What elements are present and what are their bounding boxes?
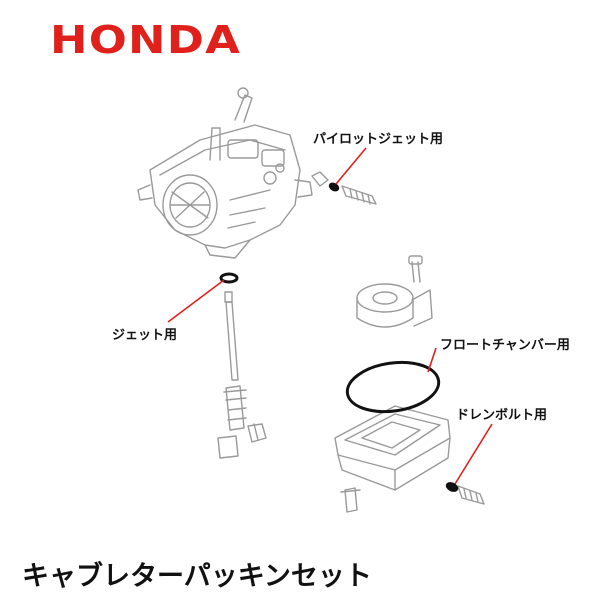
pilot-jet-screw bbox=[311, 171, 377, 205]
float-chamber-label: フロートチャンバー用 bbox=[440, 338, 570, 353]
float-chamber-gasket bbox=[345, 360, 441, 414]
main-jet-assembly bbox=[217, 291, 267, 459]
honda-logo: HONDA bbox=[50, 18, 242, 62]
carburetor-body bbox=[137, 87, 313, 259]
pilot-jet-oring bbox=[328, 182, 340, 192]
float-part bbox=[356, 255, 433, 328]
drain-bolt-oring bbox=[445, 482, 459, 492]
product-caption: キャブレターパッキンセット bbox=[22, 561, 372, 592]
jet-oring bbox=[219, 272, 239, 284]
pilot-jet-leader-line bbox=[335, 147, 367, 185]
float-chamber-bowl bbox=[334, 405, 451, 513]
jet-leader-line bbox=[167, 279, 225, 323]
drain-bolt-leader-line bbox=[454, 423, 493, 485]
pilot-jet-label: パイロットジェット用 bbox=[313, 132, 444, 147]
jet-label: ジェット用 bbox=[112, 328, 178, 343]
drain-bolt-label: ドレンボルト用 bbox=[456, 408, 548, 423]
float-chamber-leader-line bbox=[427, 347, 437, 373]
drain-bolt bbox=[457, 485, 485, 505]
